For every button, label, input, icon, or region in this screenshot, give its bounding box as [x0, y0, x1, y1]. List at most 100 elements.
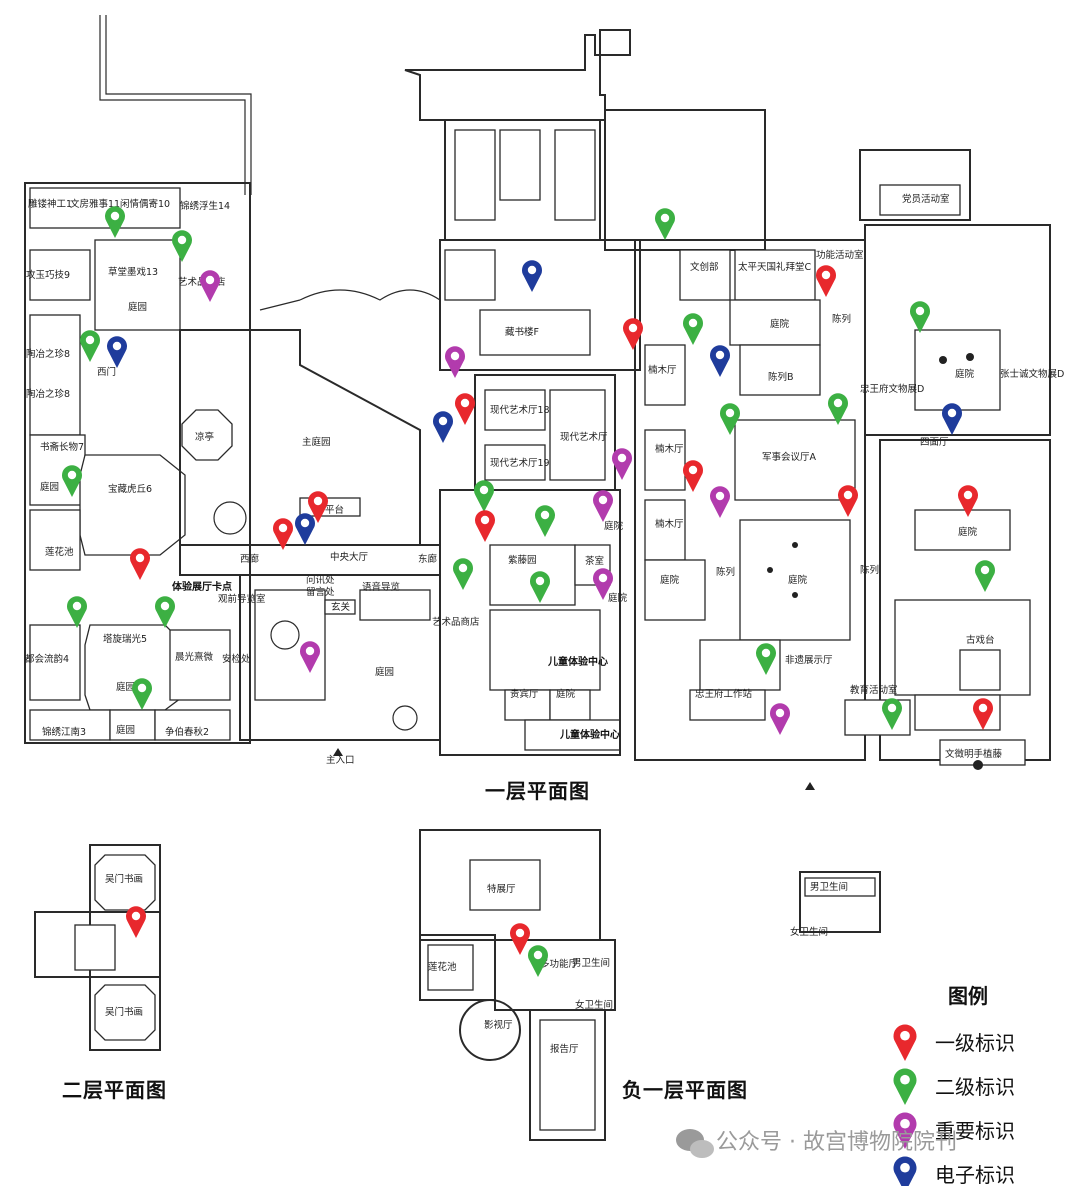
room-label: 现代艺术厅19	[490, 457, 550, 469]
map-pin-icon	[838, 485, 859, 517]
room-label: 雕镂神工1	[28, 198, 72, 210]
map-pin-icon	[710, 486, 731, 518]
map-pin-icon	[683, 460, 703, 492]
map-pin-icon	[893, 1024, 917, 1061]
room-label: 争伯春秋2	[165, 726, 209, 738]
room-label: 塔旋瑞光5	[103, 633, 147, 645]
map-pin-icon	[61, 465, 82, 497]
room-label: 庭院	[770, 318, 790, 330]
room-label: 功能活动室	[816, 249, 864, 261]
room-label: 莲花池	[45, 546, 74, 558]
room-label: 草堂墨戏13	[108, 266, 158, 278]
room-label: 攻玉巧技9	[26, 269, 70, 281]
room-label: 莲花池	[428, 961, 457, 973]
map-pin-icon	[308, 491, 328, 523]
map-pin-icon	[126, 906, 146, 938]
room-label: 庭园	[40, 481, 59, 493]
room-label: 陈列B	[768, 371, 794, 383]
map-pin-icon	[975, 560, 995, 592]
room-label: 女卫生间	[790, 926, 828, 938]
map-pin-icon	[770, 703, 791, 735]
room-label: 陈列	[716, 566, 735, 578]
map-pin-icon	[474, 480, 495, 512]
room-label: 多功能厅	[540, 958, 579, 970]
map-pin-icon	[522, 260, 542, 292]
room-label: 忠王府工作站	[695, 688, 753, 700]
room-label: 庭院	[604, 520, 624, 532]
second-floor-title: 二层平面图	[62, 1078, 167, 1102]
room-label: 现代艺术厅18	[490, 404, 550, 416]
room-label: 观前导览室	[218, 593, 266, 605]
room-label: 平台	[325, 504, 344, 516]
map-pin-icon	[455, 393, 475, 425]
room-label: 文徵明手植藤	[945, 748, 1003, 760]
room-label: 文创部	[690, 261, 719, 273]
room-label: 儿童体验中心	[559, 728, 620, 741]
room-label: 男卫生间	[572, 957, 610, 969]
room-label: 楠木厅	[655, 518, 684, 530]
room-label: 庭园	[116, 724, 135, 736]
room-label: 闲情偶寄10	[120, 198, 170, 210]
map-pin-icon	[80, 330, 100, 362]
first-floor-room-labels: 雕镂神工1 文房雅事11 闲情偶寄10 锦绣浮生14 草堂墨戏13 庭园 艺术品…	[25, 193, 1064, 766]
map-pin-icon	[882, 698, 902, 730]
map-pin-icon	[909, 301, 930, 333]
first-floor-title: 一层平面图	[485, 779, 590, 803]
room-label: 军事会议厅A	[762, 451, 817, 463]
room-label: 宝藏虎丘6	[108, 483, 152, 495]
map-pin-icon	[958, 485, 979, 517]
legend-label: 重要标识	[935, 1119, 1015, 1143]
wechat-icon	[676, 1129, 714, 1158]
room-label: 问讯处	[306, 574, 335, 586]
map-pin-icon	[132, 678, 153, 710]
room-label: 紫藤园	[508, 554, 537, 566]
room-label: 楠木厅	[648, 364, 677, 376]
map-pin-icon	[510, 923, 530, 955]
room-label: 西廊	[240, 553, 260, 565]
room-label: 吴门书画	[105, 873, 143, 885]
room-label: 楠木厅	[655, 443, 684, 455]
map-pin-icon	[710, 345, 731, 377]
map-pin-icon	[105, 206, 125, 238]
room-label: 庭园	[128, 301, 147, 313]
room-label: 陶冶之珍8	[26, 388, 70, 400]
room-label: 影视厅	[484, 1019, 513, 1031]
room-label: 女卫生间	[575, 999, 613, 1011]
room-label: 藏书楼F	[505, 326, 539, 338]
room-label: 安检处	[222, 653, 251, 665]
room-label: 艺术品商店	[432, 616, 480, 628]
map-pin-icon	[655, 208, 675, 240]
room-label: 贵宾厅	[510, 688, 539, 700]
room-label: 体验展厅卡点	[172, 580, 232, 593]
map-pin-icon	[172, 230, 192, 262]
map-pin-icon	[528, 945, 548, 977]
room-label: 庭园	[116, 681, 135, 693]
room-label: 张士诚文物展D	[1000, 368, 1064, 380]
map-pin-icon	[295, 513, 315, 545]
room-label: 陈列	[832, 313, 851, 325]
room-label: 玄关	[331, 601, 351, 613]
legend-title: 图例	[948, 984, 988, 1008]
room-label: 报告厅	[550, 1043, 579, 1055]
room-label: 庭院	[788, 574, 808, 586]
map-pin-icon	[67, 596, 87, 628]
watermark-text: 公众号 · 故宫博物院院刊	[716, 1130, 957, 1155]
watermark: 公众号 · 故宫博物院院刊	[676, 1129, 957, 1158]
map-pin-icon	[530, 571, 550, 603]
room-label: 庭院	[608, 592, 628, 604]
room-label: 中央大厅	[330, 551, 369, 563]
legend-label: 二级标识	[935, 1075, 1015, 1099]
room-label: 庭院	[955, 368, 975, 380]
room-label: 西门	[97, 366, 116, 378]
map-pin-icon	[893, 1156, 917, 1186]
map-pin-icon	[200, 270, 220, 302]
map-pin-icon	[973, 698, 994, 730]
map-pin-icon	[942, 403, 962, 435]
room-label: 现代艺术厅	[560, 431, 608, 443]
room-label: 东廊	[418, 553, 438, 565]
room-label: 忠王府文物展D	[860, 383, 924, 395]
room-label: 庭院	[660, 574, 680, 586]
room-label: 陈列	[860, 564, 879, 576]
room-label: 陶冶之珍8	[26, 348, 70, 360]
